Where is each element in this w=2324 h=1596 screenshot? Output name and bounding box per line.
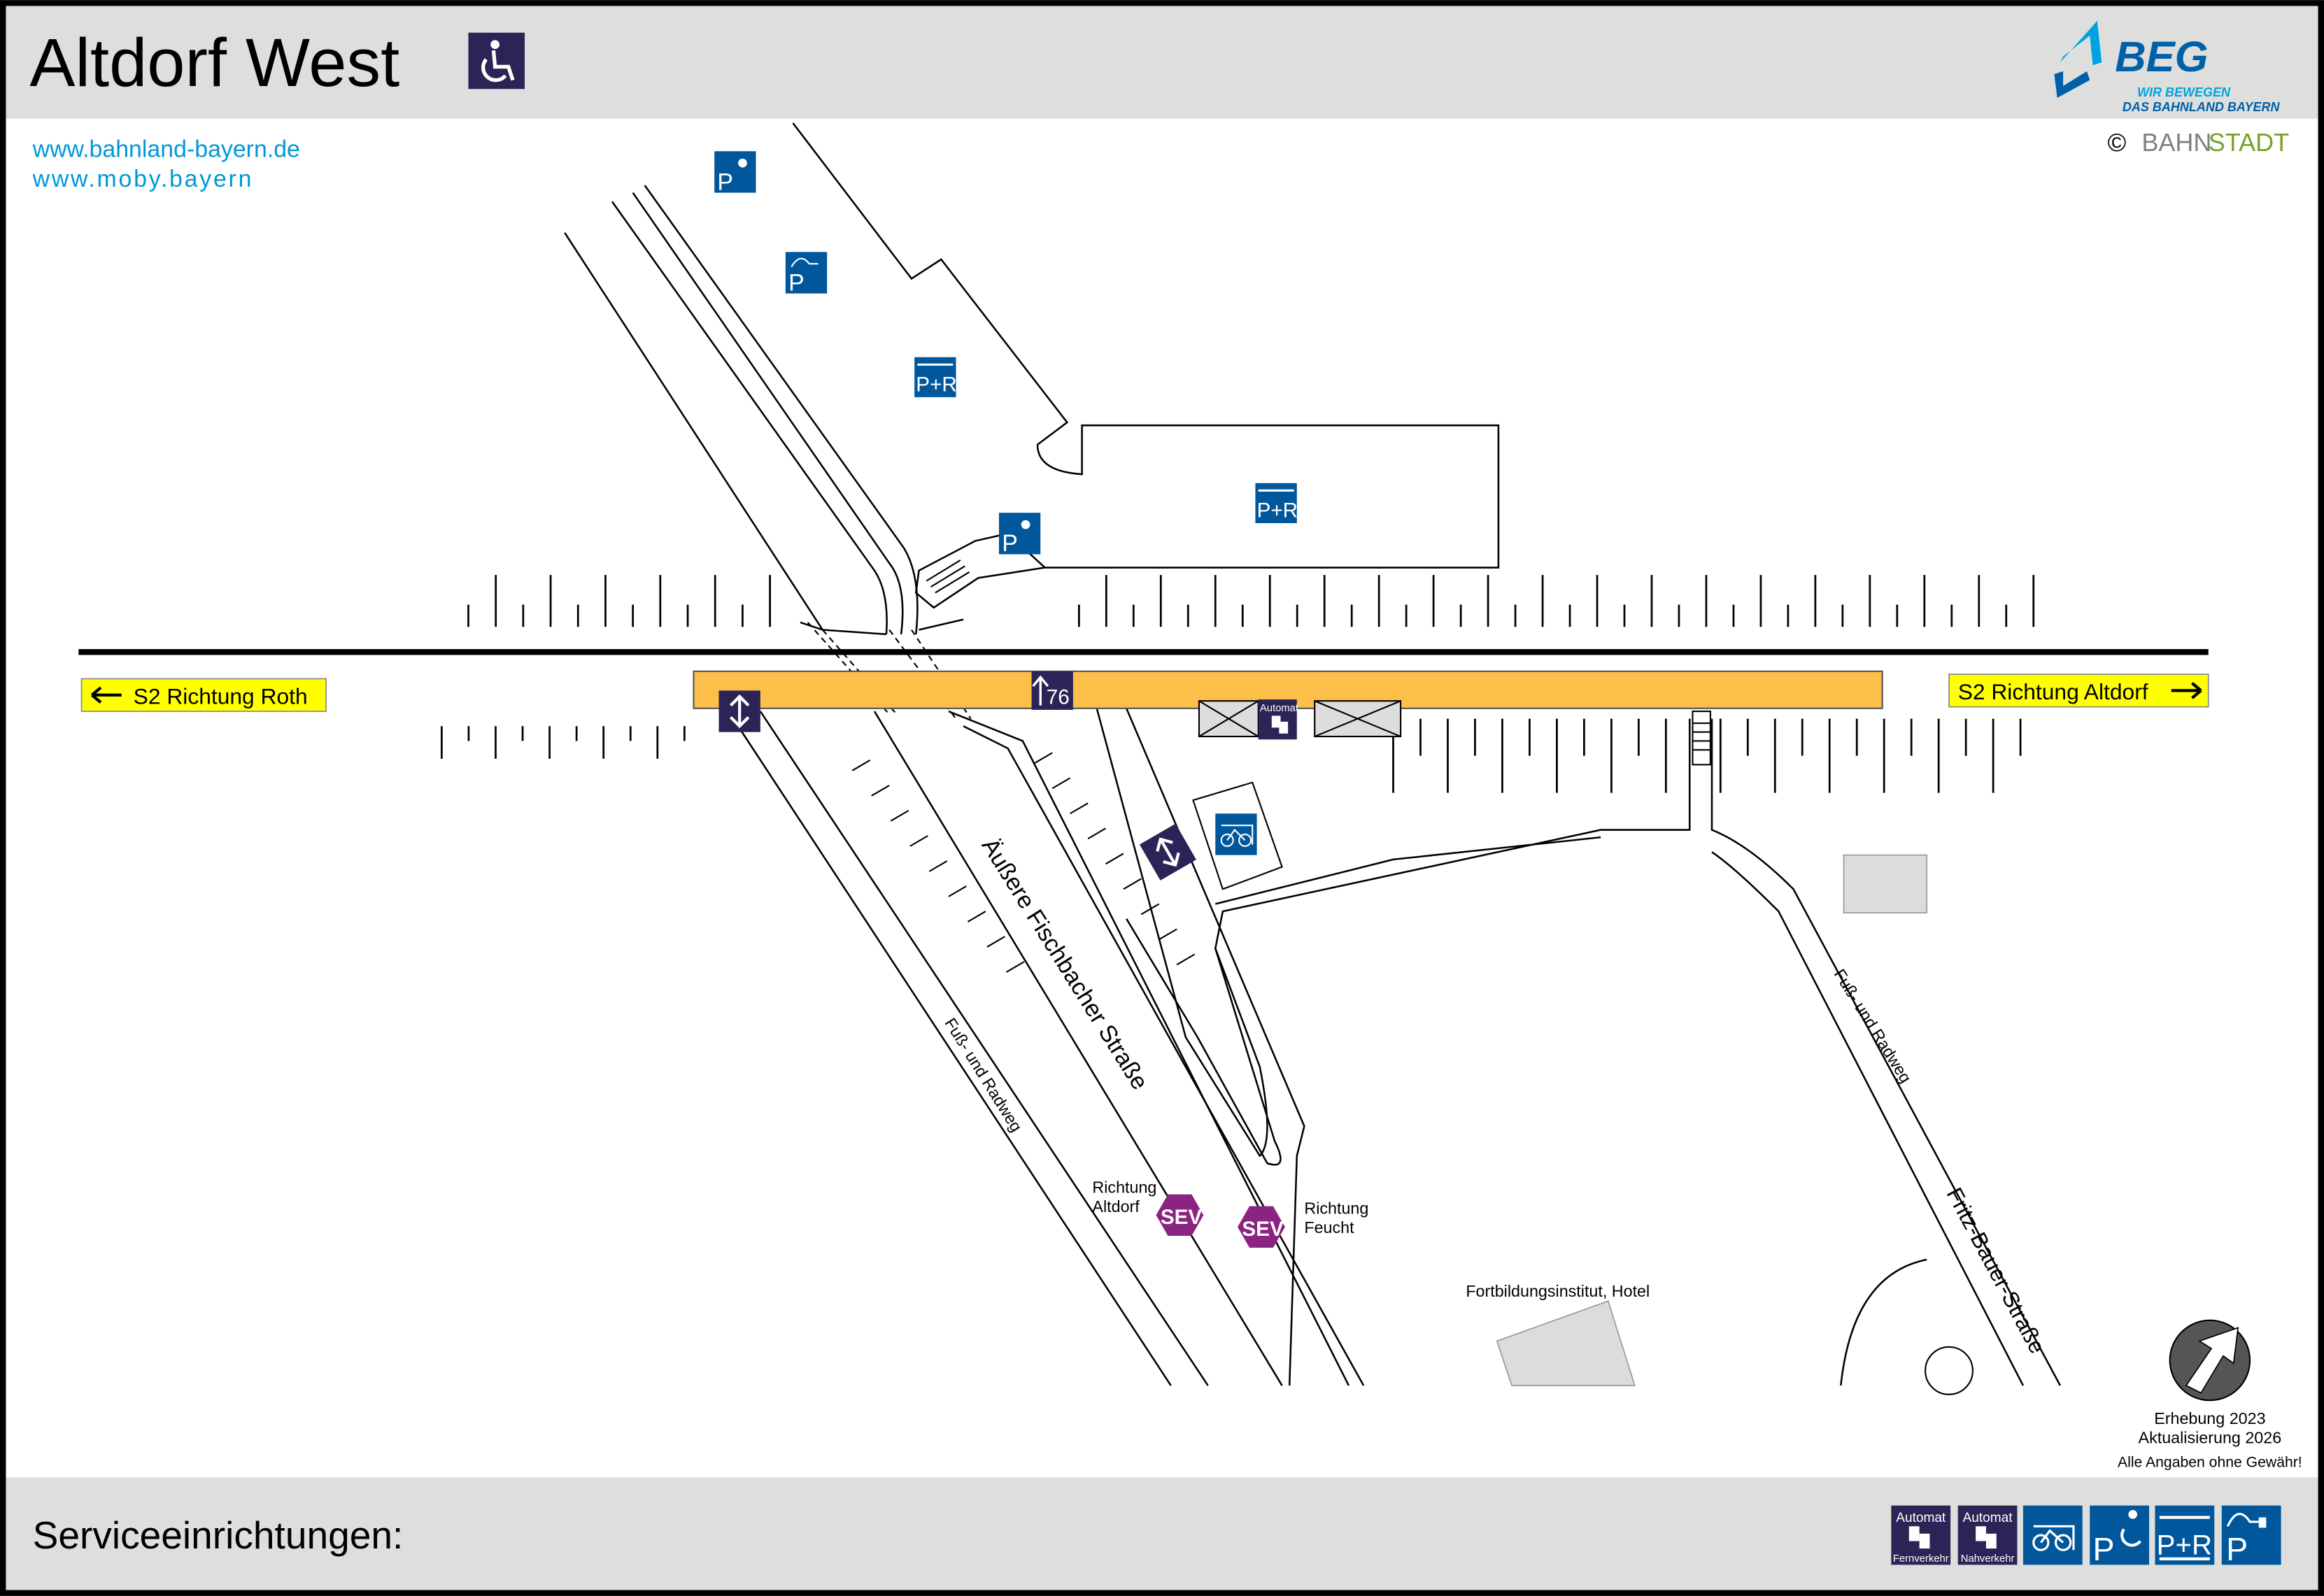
hatch-mark <box>967 911 986 922</box>
legend-ticket-regional: Automat Nahverkehr <box>1957 1505 2018 1565</box>
hatch-mark <box>948 885 967 897</box>
exit-76-sign: 76 <box>1031 671 1073 710</box>
hatch-mark <box>909 835 928 847</box>
hatch-mark <box>851 760 871 771</box>
north-arrow-icon <box>2169 1319 2251 1402</box>
disabled-parking-sign: P <box>998 513 1041 557</box>
sev-bus-stop-altdorf: Richtung Altdorf SEV <box>1092 1178 1204 1237</box>
svg-text:SEV: SEV <box>1242 1218 1284 1241</box>
svg-text:Automat: Automat <box>1896 1511 1946 1525</box>
ticket-machine-shelter: Automat <box>1198 699 1402 740</box>
page-title: Altdorf West <box>29 24 399 101</box>
legend-ticket-long-distance: Automat Fernverkehr <box>1891 1505 1951 1565</box>
hotel-building <box>1496 1300 1636 1386</box>
hatch-mark <box>1087 827 1107 840</box>
disabled-parking-sign: P <box>714 151 756 195</box>
svg-text:P: P <box>1002 530 1018 557</box>
hatch-mark <box>1176 953 1196 966</box>
svg-text:Automat: Automat <box>1260 703 1299 714</box>
link-moby[interactable]: www.moby.bayern <box>32 166 254 192</box>
disabled-parking-icon: P <box>2090 1505 2150 1567</box>
park-and-ride-icon: P+R <box>2155 1505 2215 1565</box>
svg-text:STADT: STADT <box>2209 128 2289 157</box>
hatch-mark <box>1123 878 1142 890</box>
hatch-mark <box>1006 961 1025 973</box>
svg-text:P: P <box>2092 1531 2114 1567</box>
svg-text:P: P <box>788 269 805 296</box>
svg-text:WIR BEWEGEN: WIR BEWEGEN <box>2137 85 2231 99</box>
stairs-down-icon <box>1692 711 1711 766</box>
svg-text:S2 Richtung Altdorf: S2 Richtung Altdorf <box>1958 679 2148 704</box>
svg-text:P+R: P+R <box>2157 1530 2212 1561</box>
park-and-ride-sign: P+R <box>1255 483 1298 523</box>
svg-text:Feucht: Feucht <box>1304 1218 1354 1237</box>
survey-note: Erhebung 2023 <box>2154 1409 2265 1427</box>
track-ticks <box>440 575 2035 793</box>
svg-text:Richtung: Richtung <box>1304 1199 1368 1217</box>
svg-text:BEG: BEG <box>2115 33 2208 81</box>
bike-parking-sign <box>1215 813 1257 855</box>
bahnstadt-credit: © BAHN STADT <box>2108 128 2289 157</box>
road-hatching <box>851 752 1196 973</box>
hatch-mark <box>986 936 1005 948</box>
disclaimer: Alle Angaben ohne Gewähr! <box>2118 1455 2302 1471</box>
hatch-mark <box>1070 802 1089 815</box>
direction-left: S2 Richtung Roth <box>80 678 327 712</box>
beg-logo: BEG WIR BEWEGEN DAS BAHNLAND BAYERN <box>2054 20 2281 114</box>
hatch-mark <box>1105 853 1124 865</box>
hatch-mark <box>1034 752 1053 764</box>
svg-text:Nahverkehr: Nahverkehr <box>1961 1553 2015 1565</box>
upper-roads <box>564 122 1500 636</box>
hatch-mark <box>1159 928 1177 941</box>
hatch-mark <box>1051 777 1071 790</box>
svg-text:BAHN: BAHN <box>2141 128 2211 157</box>
park-and-ride-sign: P+R <box>914 357 957 397</box>
svg-text:Fernverkehr: Fernverkehr <box>1893 1553 1949 1565</box>
svg-text:S2 Richtung Roth: S2 Richtung Roth <box>134 683 308 708</box>
hatch-mark <box>928 860 948 872</box>
svg-text:SEV: SEV <box>1161 1206 1203 1229</box>
update-note: Aktualisierung 2026 <box>2139 1429 2282 1447</box>
building-block <box>1843 854 1928 914</box>
svg-text:Altdorf: Altdorf <box>1092 1197 1140 1216</box>
hatch-mark <box>890 810 909 822</box>
hatch-mark <box>1140 903 1160 915</box>
hotel-label: Fortbildungsinstitut, Hotel <box>1466 1282 1650 1300</box>
services-title: Serviceeinrichtungen: <box>33 1513 404 1557</box>
svg-text:Richtung: Richtung <box>1092 1178 1156 1197</box>
svg-text:P: P <box>717 169 733 195</box>
svg-text:P+R: P+R <box>1257 499 1298 522</box>
svg-text:76: 76 <box>1047 685 1070 708</box>
elevator-icon <box>1139 823 1196 881</box>
sev-bus-stop-feucht: SEV Richtung Feucht <box>1238 1199 1368 1248</box>
wheelchair-icon <box>468 32 525 90</box>
svg-text:DAS BAHNLAND BAYERN: DAS BAHNLAND BAYERN <box>2123 100 2281 114</box>
link-bahnland[interactable]: www.bahnland-bayern.de <box>32 136 300 163</box>
ev-parking-sign: P <box>785 252 828 296</box>
svg-text:Automat: Automat <box>1963 1511 2013 1525</box>
bike-parking-icon <box>2022 1505 2083 1565</box>
hatch-mark <box>871 785 890 797</box>
svg-text:P: P <box>2226 1531 2248 1567</box>
svg-text:©: © <box>2108 128 2127 157</box>
header-bar <box>6 6 2318 119</box>
lower-roads <box>737 622 2062 1395</box>
svg-text:P+R: P+R <box>916 373 957 396</box>
direction-right: S2 Richtung Altdorf <box>1948 674 2209 708</box>
ev-charging-icon: P <box>2221 1505 2281 1567</box>
elevator-icon <box>718 690 760 732</box>
